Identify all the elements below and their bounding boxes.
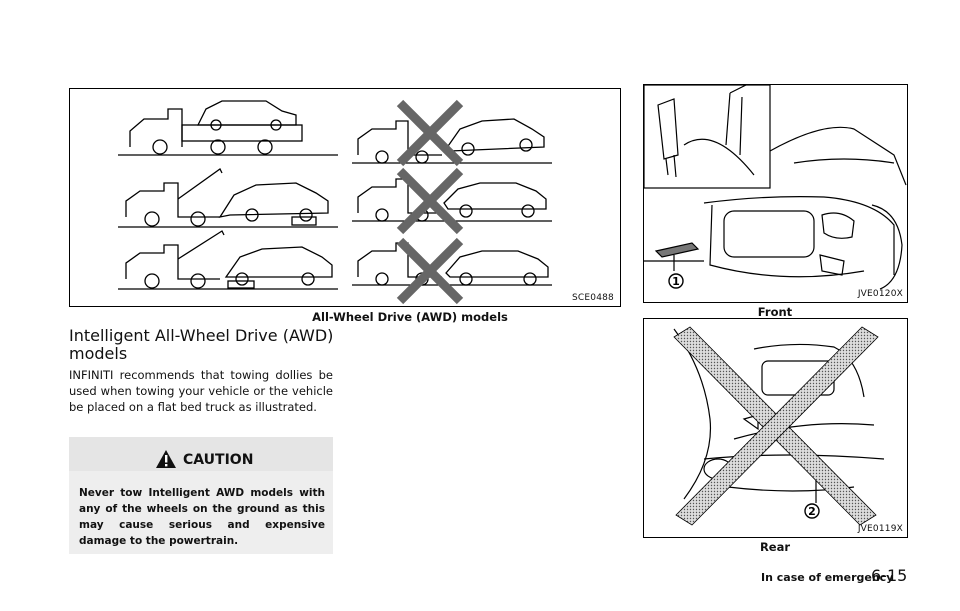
flatbed-truck-illustration xyxy=(118,100,338,156)
footer-section-label: In case of emergency xyxy=(761,571,894,584)
section-paragraph: INFINITI recommends that towing dollies … xyxy=(69,368,333,414)
figure-code: SCE0488 xyxy=(572,293,614,303)
wheel-lift-illustration xyxy=(118,230,338,290)
figure-caption: All-Wheel Drive (AWD) models xyxy=(312,310,508,324)
callout-1-label: 1 xyxy=(672,275,680,288)
tow-dolly-illustration xyxy=(118,168,338,228)
awd-towing-figure: SCE0488 xyxy=(69,88,621,307)
callout-1-circle xyxy=(668,273,684,289)
front-tow-hook-illustration: 1 xyxy=(644,85,907,290)
warning-triangle-icon xyxy=(156,450,176,468)
awd-towing-illustration xyxy=(118,99,552,305)
inset-frame xyxy=(644,85,771,189)
figure-caption: Front xyxy=(757,305,793,319)
front-tow-hook-figure: 1 JVE0120X xyxy=(643,84,908,303)
figure-caption: Rear xyxy=(759,540,791,554)
figure-code: JVE0120X xyxy=(857,289,903,299)
rear-tow-hook-illustration: 2 xyxy=(673,326,885,526)
callout-2-circle xyxy=(804,503,820,519)
rear-tow-hook-figure: 2 JVE0119X xyxy=(643,318,908,538)
figure-code: JVE0119X xyxy=(857,524,903,534)
caution-title: CAUTION xyxy=(183,452,254,468)
prohibited-cross-marks xyxy=(396,99,464,305)
section-heading: Intelligent All-Wheel Drive (AWD) models xyxy=(69,326,334,363)
prohibited-cross-mark xyxy=(673,326,879,526)
caution-text: Never tow Intelligent AWD models with an… xyxy=(79,487,325,547)
callout-2-label: 2 xyxy=(808,505,816,518)
page-number: 6-15 xyxy=(871,566,908,585)
prohibited-tow-row-1 xyxy=(352,118,552,164)
caution-box: CAUTION Never tow Intelligent AWD models… xyxy=(69,437,333,554)
caution-header: CAUTION xyxy=(69,437,333,471)
prohibited-tow-row-2 xyxy=(352,178,552,222)
